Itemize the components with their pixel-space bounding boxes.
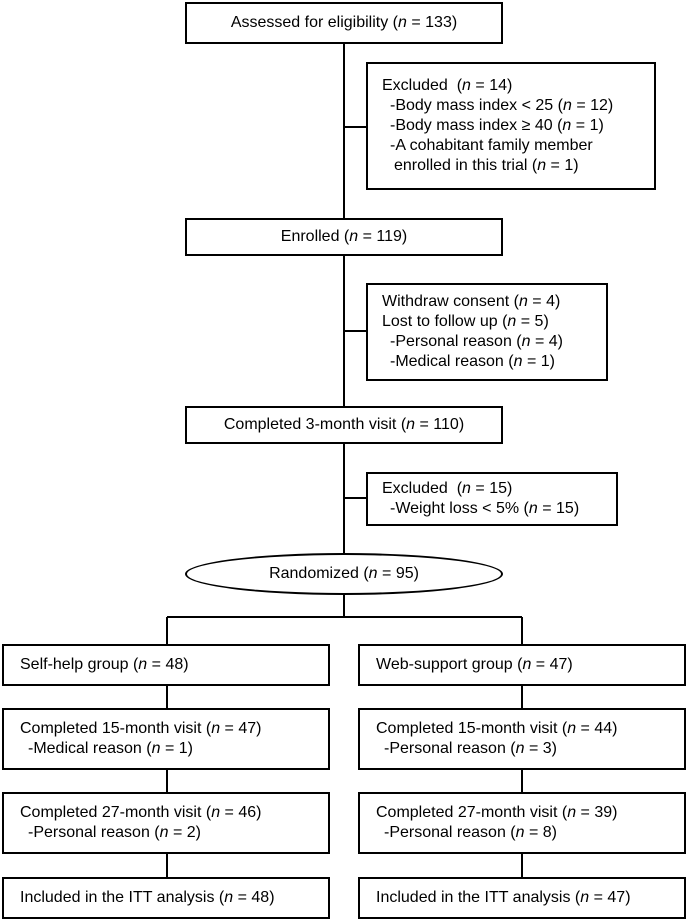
self-help-15-month-line: Completed 15-month visit (n = 47)	[20, 720, 262, 737]
self-help-itt-line: Included in the ITT analysis (n = 48)	[20, 889, 275, 906]
assessed-box: Assessed for eligibility (n = 133)	[185, 2, 503, 44]
completed-3-month-box: Completed 3-month visit (n = 110)	[185, 406, 503, 444]
web-support-group-line: Web-support group (n = 47)	[376, 656, 573, 673]
self-help-27-month-box: Completed 27-month visit (n = 46) -Perso…	[2, 792, 330, 854]
excluded-reason: -Body mass index ≥ 40 (n = 1)	[390, 117, 604, 134]
excluded-eligibility-title: Excluded (n = 14)	[382, 77, 513, 94]
excluded-reason: enrolled in this trial (n = 1)	[394, 157, 579, 174]
completed-3-month-line: Completed 3-month visit (n = 110)	[223, 416, 465, 433]
web-support-15-month-reason: -Personal reason (n = 3)	[384, 740, 557, 757]
dropout-item: -Medical reason (n = 1)	[390, 353, 555, 370]
web-support-itt-line: Included in the ITT analysis (n = 47)	[376, 889, 631, 906]
dropout-item: -Personal reason (n = 4)	[390, 333, 563, 350]
self-help-15-month-box: Completed 15-month visit (n = 47) -Medic…	[2, 708, 330, 770]
self-help-group-line: Self-help group (n = 48)	[20, 656, 189, 673]
excluded-weight-loss-title: Excluded (n = 15)	[382, 480, 513, 497]
dropout-item: Withdraw consent (n = 4)	[382, 293, 561, 310]
web-support-15-month-box: Completed 15-month visit (n = 44) -Perso…	[358, 708, 686, 770]
excluded-reason: -Weight loss < 5% (n = 15)	[390, 500, 580, 517]
web-support-27-month-box: Completed 27-month visit (n = 39) -Perso…	[358, 792, 686, 854]
excluded-eligibility-box: Excluded (n = 14) -Body mass index < 25 …	[366, 62, 656, 190]
excluded-reason: -A cohabitant family member	[390, 137, 593, 154]
self-help-15-month-reason: -Medical reason (n = 1)	[28, 740, 193, 757]
web-support-27-month-reason: -Personal reason (n = 8)	[384, 824, 557, 841]
assessed-line: Assessed for eligibility (n = 133)	[230, 14, 458, 31]
self-help-27-month-reason: -Personal reason (n = 2)	[28, 824, 201, 841]
dropout-item: Lost to follow up (n = 5)	[382, 313, 549, 330]
randomized-line: Randomized (n = 95)	[269, 565, 419, 582]
web-support-itt-box: Included in the ITT analysis (n = 47)	[358, 877, 686, 919]
web-support-group-box: Web-support group (n = 47)	[358, 644, 686, 686]
excluded-weight-loss-box: Excluded (n = 15) -Weight loss < 5% (n =…	[366, 472, 618, 526]
self-help-group-box: Self-help group (n = 48)	[2, 644, 330, 686]
excluded-reason: -Body mass index < 25 (n = 12)	[390, 97, 614, 114]
web-support-27-month-line: Completed 27-month visit (n = 39)	[376, 804, 618, 821]
enrolled-line: Enrolled (n = 119)	[280, 228, 408, 245]
self-help-itt-box: Included in the ITT analysis (n = 48)	[2, 877, 330, 919]
self-help-27-month-line: Completed 27-month visit (n = 46)	[20, 804, 262, 821]
enrolled-box: Enrolled (n = 119)	[185, 218, 503, 256]
randomized-ellipse: Randomized (n = 95)	[185, 553, 503, 595]
web-support-15-month-line: Completed 15-month visit (n = 44)	[376, 720, 618, 737]
dropout-box: Withdraw consent (n = 4) Lost to follow …	[366, 283, 608, 381]
